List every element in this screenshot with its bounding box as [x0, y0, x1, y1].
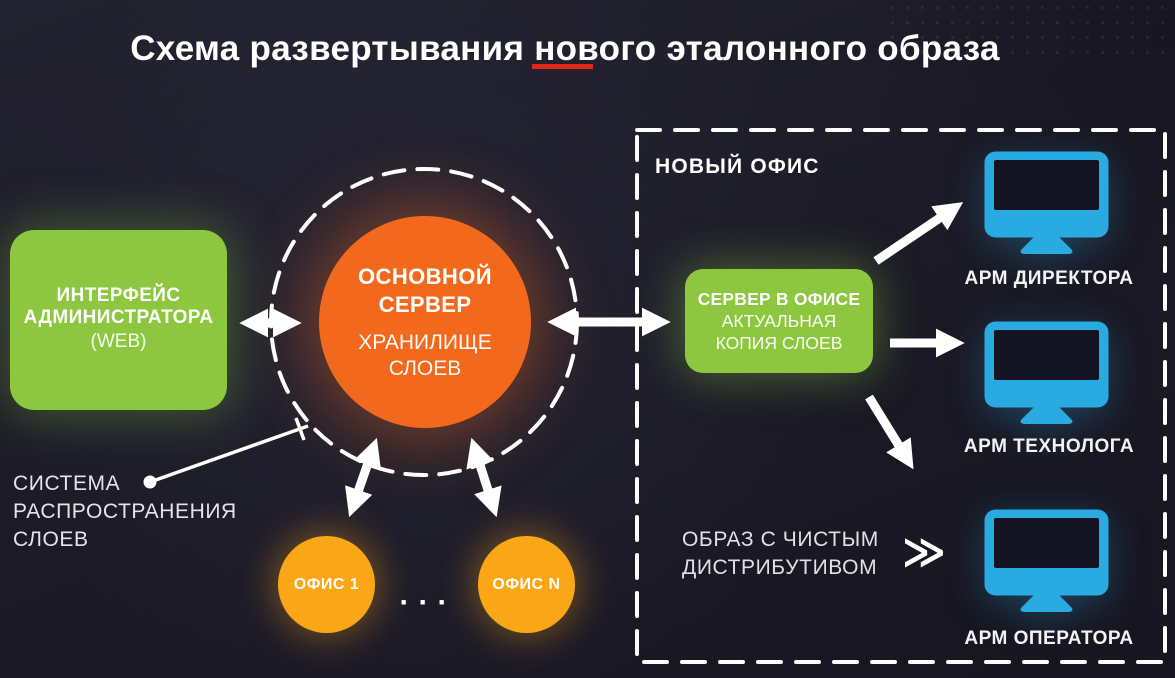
new-office-title: НОВЫЙ ОФИС — [655, 155, 820, 178]
office-n-label: ОФИС N — [492, 575, 561, 593]
office-server-line1: СЕРВЕР В ОФИСЕ — [697, 289, 861, 309]
arrow-to-operator — [865, 394, 914, 470]
distribution-system-label: СИСТЕМА РАСПРОСТРАНЕНИЯ СЛОЕВ — [13, 472, 237, 551]
admin-interface-line3: (WEB) — [90, 331, 147, 352]
main-server-line1: ОСНОВНОЙ — [358, 263, 492, 289]
corner-dots-texture — [885, 0, 1175, 64]
main-server-line3: ХРАНИЛИЩЕ — [358, 330, 492, 354]
office-server-node: СЕРВЕР В ОФИСЕ АКТУАЛЬНАЯ КОПИЯ СЛОЕВ — [685, 269, 873, 373]
office-server-line3: КОПИЯ СЛОЕВ — [715, 333, 843, 353]
office-n-node: ОФИС N — [478, 536, 575, 633]
arrow-server-office1 — [345, 437, 381, 518]
office-1-node: ОФИС 1 — [278, 536, 375, 633]
workstation-operator-label: АРМ ОПЕРАТОРА — [964, 628, 1134, 649]
main-server-node: ОСНОВНОЙ СЕРВЕР ХРАНИЛИЩЕ СЛОЕВ — [319, 216, 531, 428]
workstation-technologist-label: АРМ ТЕХНОЛОГА — [963, 436, 1135, 457]
admin-interface-line1: ИНТЕРФЕЙС — [56, 285, 181, 306]
workstation-director-label: АРМ ДИРЕКТОРА — [964, 268, 1134, 289]
main-server-line2: СЕРВЕР — [378, 291, 472, 317]
monitor-icon — [983, 150, 1110, 254]
arrow-to-director — [873, 202, 964, 265]
office-1-label: ОФИС 1 — [293, 575, 360, 593]
monitor-icon — [983, 508, 1110, 612]
admin-interface-line2: АДМИНИСТРАТОРА — [23, 307, 214, 328]
arrow-server-officeN — [466, 437, 502, 518]
title-underline — [532, 64, 593, 69]
page-title: Схема развертывания нового эталонного об… — [130, 29, 1000, 69]
main-server-line4: СЛОЕВ — [388, 356, 462, 380]
office-server-line2: АКТУАЛЬНАЯ — [721, 311, 837, 331]
offices-ellipsis: ··· — [399, 586, 457, 619]
admin-interface-node: ИНТЕРФЕЙС АДМИНИСТРАТОРА (WEB) — [10, 230, 227, 410]
double-chevron-icon: ≫ — [902, 528, 946, 575]
monitor-icon — [983, 320, 1110, 424]
clean-image-label: ОБРАЗ С ЧИСТЫМ ДИСТРИБУТИВОМ — [682, 528, 879, 579]
